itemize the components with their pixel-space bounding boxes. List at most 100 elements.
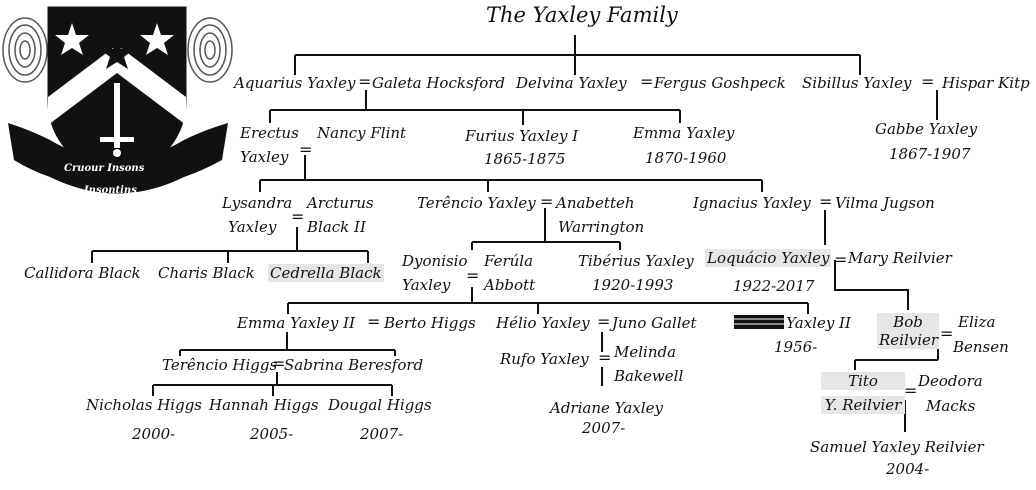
- star-icon: [140, 23, 174, 55]
- person-dougal-dates: 2007-: [360, 425, 404, 443]
- connector: [259, 155, 763, 192]
- person-ignacius: Ignacius Yaxley: [693, 194, 811, 212]
- person-anabetteh-line1: Anabetteh: [556, 194, 635, 212]
- person-arcturus-line2: Black II: [307, 218, 366, 236]
- person-vilma: Vilma Jugson: [835, 194, 935, 212]
- family-crest: Cruour Insons Insontins: [0, 5, 235, 205]
- connector: [179, 332, 396, 356]
- person-fergus: Fergus Goshpeck: [654, 74, 786, 92]
- marriage-sign: =: [299, 140, 313, 159]
- person-melinda-line1: Melinda: [614, 343, 677, 361]
- person-anabetteh-line2: Warrington: [558, 218, 645, 236]
- connector: [471, 208, 621, 250]
- page-title: The Yaxley Family: [486, 3, 678, 27]
- person-sibillus: Sibillus Yaxley: [802, 74, 912, 92]
- person-helio: Hélio Yaxley: [496, 314, 590, 332]
- redacted-name-icon: [734, 315, 784, 329]
- crest-graphic: [2, 6, 233, 194]
- connector: [294, 35, 861, 75]
- person-loquacio-dates: 1922-2017: [733, 277, 815, 295]
- person-lysandra-line1: Lysandra: [222, 194, 293, 212]
- person-terencio-higgs: Terêncio Higgs: [162, 356, 278, 374]
- person-tiberius: Tibérius Yaxley: [578, 252, 694, 270]
- person-loquacio: Loquácio Yaxley: [705, 249, 832, 267]
- person-emma2: Emma Yaxley II: [237, 314, 356, 332]
- person-tiberius-dates: 1920-1993: [592, 276, 674, 294]
- person-tito-line2: Y. Reilvier: [821, 396, 905, 414]
- person-yaxley2-dates: 1956-: [774, 338, 818, 356]
- person-gabbe: Gabbe Yaxley: [875, 120, 978, 138]
- person-melinda-line2: Bakewell: [614, 367, 684, 385]
- person-erectus-line1: Erectus: [240, 124, 299, 142]
- marriage-sign: =: [358, 72, 372, 91]
- person-rufo: Rufo Yaxley: [500, 350, 589, 368]
- person-eliza-line1: Eliza: [958, 313, 996, 331]
- marriage-sign: =: [640, 72, 654, 91]
- person-furius: Furius Yaxley I: [465, 127, 579, 145]
- person-mary: Mary Reilvier: [848, 249, 952, 267]
- person-nancy: Nancy Flint: [317, 124, 407, 142]
- connector: [152, 372, 393, 396]
- person-eliza-line2: Bensen: [953, 338, 1009, 356]
- marriage-sign: =: [940, 324, 954, 343]
- person-juno: Juno Gallet: [612, 314, 697, 332]
- crest-motto-line1: Cruour Insons: [64, 163, 145, 174]
- person-tito-line1: Tito: [821, 372, 905, 390]
- person-gabbe-dates: 1867-1907: [889, 145, 971, 163]
- person-dyonisio-line2: Yaxley: [402, 276, 451, 294]
- motto-ribbon: [8, 123, 228, 194]
- person-terencio: Terêncio Yaxley: [417, 194, 536, 212]
- person-emma: Emma Yaxley: [633, 124, 735, 142]
- person-sabrina: Sabrina Beresford: [284, 356, 424, 374]
- star-icon: [55, 23, 89, 55]
- person-yaxley2: Yaxley II: [786, 314, 851, 332]
- person-emma-dates: 1870-1960: [645, 149, 727, 167]
- person-arcturus-line1: Arcturus: [307, 194, 374, 212]
- person-furius-dates: 1865-1875: [484, 150, 566, 168]
- person-charis: Charis Black: [158, 264, 255, 282]
- person-callidora: Callidora Black: [24, 264, 141, 282]
- person-adriane-dates: 2007-: [582, 419, 626, 437]
- person-cedrella: Cedrella Black: [268, 264, 384, 282]
- person-nicholas-dates: 2000-: [132, 425, 176, 443]
- person-lysandra-line2: Yaxley: [228, 218, 277, 236]
- person-deodora-line1: Deodora: [918, 372, 983, 390]
- marriage-sign: =: [819, 192, 833, 211]
- person-adriane: Adriane Yaxley: [550, 399, 663, 417]
- person-bob-line2: Reilvier: [877, 331, 939, 349]
- person-samuel: Samuel Yaxley Reilvier: [810, 438, 984, 456]
- marriage-sign: =: [597, 312, 611, 331]
- person-ferula-line2: Abbott: [484, 276, 536, 294]
- marriage-sign: =: [904, 381, 918, 400]
- person-deodora-line2: Macks: [926, 397, 976, 415]
- person-aquarius: Aquarius Yaxley: [234, 74, 356, 92]
- person-galeta: Galeta Hocksford: [372, 74, 505, 92]
- person-nicholas: Nicholas Higgs: [86, 396, 203, 414]
- person-delvina: Delvina Yaxley: [516, 74, 627, 92]
- person-erectus-line2: Yaxley: [240, 148, 289, 166]
- person-bob-line1: Bob: [877, 313, 939, 331]
- ram-horn-left: [2, 17, 48, 83]
- connector: [269, 90, 681, 125]
- marriage-sign: =: [291, 207, 305, 226]
- person-hannah: Hannah Higgs: [209, 396, 319, 414]
- connector: [91, 227, 369, 263]
- person-dyonisio-line1: Dyonisio: [402, 252, 468, 270]
- connector: [287, 287, 809, 314]
- marriage-sign: =: [272, 354, 286, 373]
- marriage-sign: =: [921, 72, 935, 91]
- person-hannah-dates: 2005-: [250, 425, 294, 443]
- marriage-sign: =: [834, 250, 848, 269]
- person-samuel-dates: 2004-: [886, 460, 930, 478]
- marriage-sign: =: [466, 266, 480, 285]
- ram-horn-right: [187, 17, 233, 83]
- person-hispar: Hispar Kitp: [942, 74, 1030, 92]
- marriage-sign: =: [598, 348, 612, 367]
- star-icon: [100, 37, 134, 69]
- person-ferula-line1: Ferúla: [484, 252, 534, 270]
- person-berto: Berto Higgs: [384, 314, 476, 332]
- marriage-sign: =: [540, 192, 554, 211]
- crest-motto-line2: Insontins: [84, 185, 137, 196]
- connector: [834, 260, 909, 310]
